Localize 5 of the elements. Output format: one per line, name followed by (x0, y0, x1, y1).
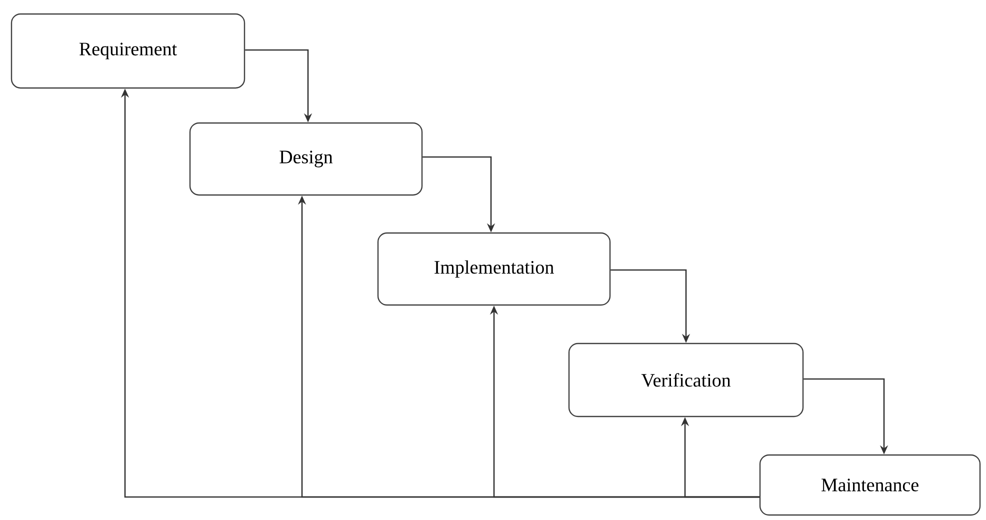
process-box: Design (189, 122, 423, 196)
process-box: Requirement (10, 13, 246, 89)
process-box: Verification (568, 342, 804, 418)
process-box: Implementation (377, 232, 611, 306)
process-box: Maintenance (759, 454, 981, 516)
